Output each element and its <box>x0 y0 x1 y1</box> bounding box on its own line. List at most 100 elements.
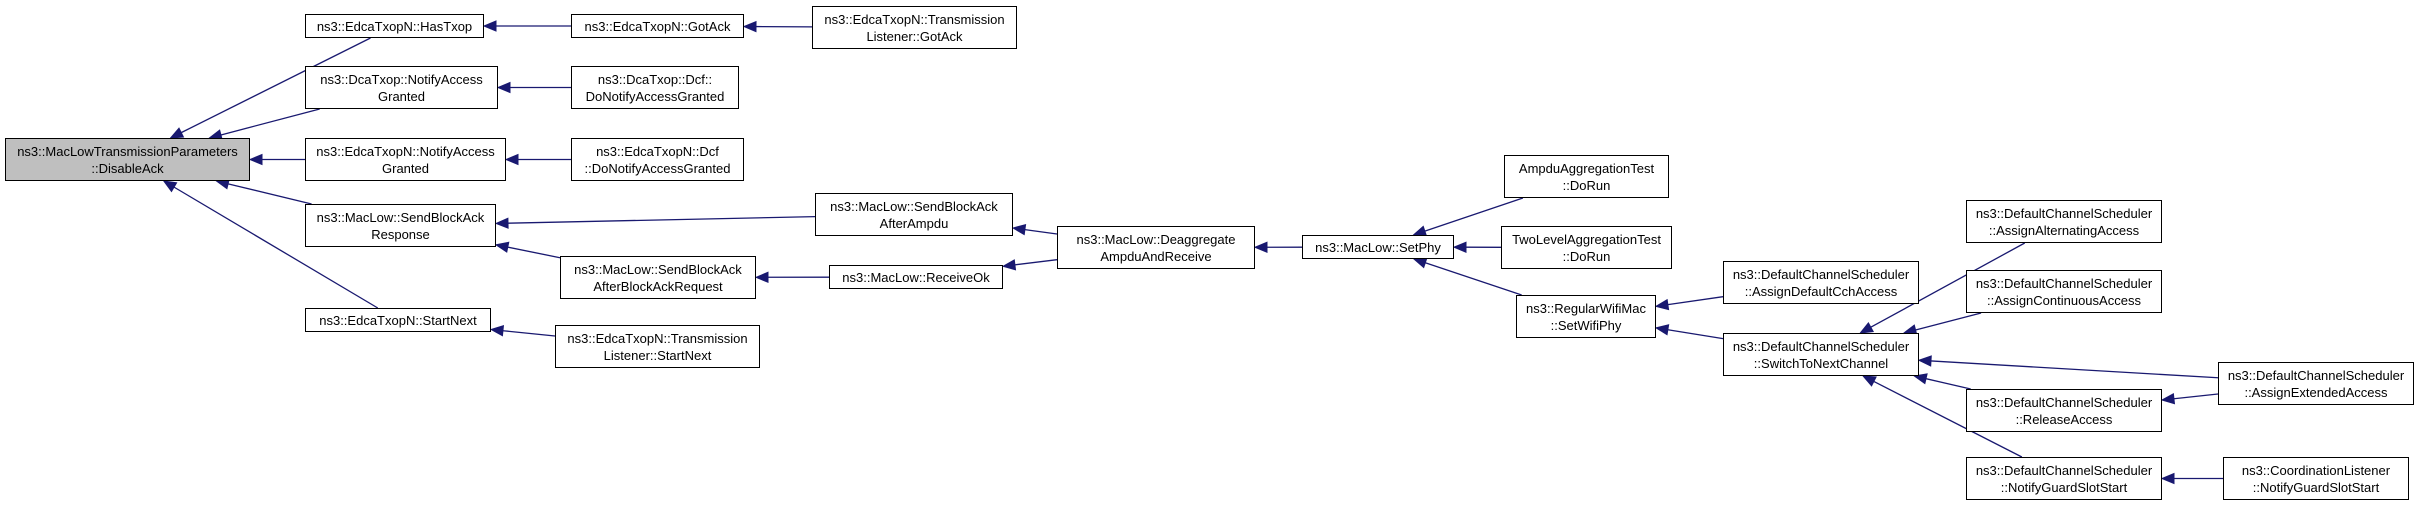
node-line: ns3::MacLow::ReceiveOk <box>842 269 990 285</box>
node-deaggregate-ampdu[interactable]: ns3::MacLow::Deaggregate AmpduAndReceive <box>1057 226 1255 269</box>
node-line: ns3::MacLow::SendBlockAck <box>830 198 998 214</box>
edge-release-to-switch_next <box>1925 378 1971 390</box>
node-line: ::DoRun <box>1562 177 1611 193</box>
node-notify-guard-slot-start[interactable]: ns3::DefaultChannelScheduler ::NotifyGua… <box>1966 457 2162 500</box>
node-got-ack[interactable]: ns3::EdcaTxopN::GotAck <box>571 14 744 38</box>
edge-tl_start_next-to-start_next <box>502 330 556 337</box>
arrowhead <box>1859 321 1875 334</box>
arrowhead <box>482 20 497 32</box>
node-line: ns3::DefaultChannelScheduler <box>1975 394 2153 410</box>
arrowhead <box>489 325 505 337</box>
edge-ampdu_test-to-set_phy <box>1424 197 1524 232</box>
edge-switch_next-to-set_wifi_phy <box>1667 329 1724 340</box>
node-receive-ok[interactable]: ns3::MacLow::ReceiveOk <box>829 265 1003 289</box>
arrowhead <box>496 81 511 94</box>
edge-has_txop-to-disable_ack <box>180 37 371 134</box>
node-start-next[interactable]: ns3::EdcaTxopN::StartNext <box>305 308 491 332</box>
node-line: ns3::MacLow::SendBlockAck <box>574 261 742 277</box>
node-line: ::SetWifiPhy <box>1550 317 1622 333</box>
arrowhead <box>2160 472 2175 485</box>
node-line: ns3::DcaTxop::Dcf:: <box>597 71 713 87</box>
node-assign-extended-access[interactable]: ns3::DefaultChannelScheduler ::AssignExt… <box>2218 362 2414 405</box>
node-dca-notify-access-granted[interactable]: ns3::DcaTxop::NotifyAccess Granted <box>305 66 498 109</box>
edge-dca_notify-to-disable_ack <box>220 108 320 136</box>
node-line: ns3::DefaultChannelScheduler <box>2227 367 2405 383</box>
node-line: ns3::DefaultChannelScheduler <box>1975 275 2153 291</box>
node-line: Granted <box>378 88 425 104</box>
node-line: AfterBlockAckRequest <box>593 278 723 294</box>
node-line: ns3::DcaTxop::NotifyAccess <box>320 71 483 87</box>
node-line: ::AssignContinuousAccess <box>1987 292 2141 308</box>
node-line: ns3::EdcaTxopN::GotAck <box>584 18 731 34</box>
arrowhead <box>169 127 185 139</box>
node-send-block-ack-after-request[interactable]: ns3::MacLow::SendBlockAck AfterBlockAckR… <box>560 256 756 299</box>
node-line: ns3::EdcaTxopN::NotifyAccess <box>316 143 495 159</box>
node-transmission-listener-start-next[interactable]: ns3::EdcaTxopN::Transmission Listener::S… <box>555 325 760 368</box>
node-line: ns3::EdcaTxopN::Transmission <box>567 330 748 346</box>
node-line: ns3::DefaultChannelScheduler <box>1975 462 2153 478</box>
node-transmission-listener-got-ack[interactable]: ns3::EdcaTxopN::Transmission Listener::G… <box>812 6 1017 49</box>
node-line: ns3::EdcaTxopN::HasTxop <box>316 18 473 34</box>
node-assign-alternating-access[interactable]: ns3::DefaultChannelScheduler ::AssignAlt… <box>1966 200 2162 243</box>
node-line: ::AssignAlternatingAccess <box>1988 222 2140 238</box>
node-line: ::DoNotifyAccessGranted <box>584 160 731 176</box>
edge-assign_cont-to-switch_next <box>1915 312 1982 331</box>
node-line: ::SwitchToNextChannel <box>1753 355 1889 371</box>
node-line: ns3::CoordinationListener <box>2241 462 2391 478</box>
node-line: ::ReleaseAccess <box>2015 411 2113 427</box>
arrowhead <box>1861 375 1877 387</box>
node-line: AmpduAndReceive <box>1100 248 1212 264</box>
node-disable-ack[interactable]: ns3::MacLowTransmissionParameters ::Disa… <box>5 138 250 181</box>
node-set-phy[interactable]: ns3::MacLow::SetPhy <box>1302 235 1454 259</box>
arrowhead <box>162 180 178 193</box>
node-line: ns3::DefaultChannelScheduler <box>1732 266 1910 282</box>
edge-deaggregate-to-sba_ampdu <box>1024 228 1058 235</box>
node-line: Listener::GotAck <box>866 28 963 44</box>
node-coordination-listener-guard-slot[interactable]: ns3::CoordinationListener ::NotifyGuardS… <box>2223 457 2409 500</box>
edge-sba_req-to-sba_resp <box>507 246 561 259</box>
node-line: ns3::EdcaTxopN::StartNext <box>319 312 477 328</box>
edge-sba_ampdu-to-sba_resp <box>507 215 816 224</box>
edge-sba_resp-to-disable_ack <box>227 183 312 205</box>
arrowhead <box>1654 324 1670 336</box>
node-ampdu-aggregation-test[interactable]: AmpduAggregationTest ::DoRun <box>1504 155 1669 198</box>
node-dca-dcf-do-notify[interactable]: ns3::DcaTxop::Dcf:: DoNotifyAccessGrante… <box>571 66 739 109</box>
node-edca-notify-access-granted[interactable]: ns3::EdcaTxopN::NotifyAccess Granted <box>305 138 506 181</box>
arrowhead <box>1452 241 1467 253</box>
edge-guard_slot-to-switch_next <box>1873 380 2023 458</box>
node-line: TwoLevelAggregationTest <box>1512 231 1661 247</box>
arrowhead <box>494 241 510 253</box>
node-line: ns3::MacLow::SendBlockAck <box>316 209 485 225</box>
node-line: ::DisableAck <box>91 160 164 176</box>
node-line: ns3::MacLow::Deaggregate <box>1076 231 1236 247</box>
edge-set_wifi_phy-to-set_phy <box>1425 262 1522 296</box>
edge-assign_alt-to-switch_next <box>1870 242 2026 328</box>
node-line: ns3::MacLow::SetPhy <box>1315 239 1441 255</box>
node-line: Listener::StartNext <box>603 347 712 363</box>
node-line: ns3::DefaultChannelScheduler <box>1975 205 2153 221</box>
node-line: ::DoRun <box>1562 248 1611 264</box>
node-switch-to-next-channel[interactable]: ns3::DefaultChannelScheduler ::SwitchToN… <box>1723 333 1919 376</box>
node-line: ns3::RegularWifiMac <box>1526 300 1646 316</box>
node-line: DoNotifyAccessGranted <box>585 88 725 104</box>
edge-assign_ext-to-release <box>2173 393 2219 400</box>
edge-start_next-to-disable_ack <box>173 186 379 309</box>
node-release-access[interactable]: ns3::DefaultChannelScheduler ::ReleaseAc… <box>1966 389 2162 432</box>
node-line: AmpduAggregationTest <box>1518 160 1655 176</box>
node-line: AfterAmpdu <box>879 215 949 231</box>
node-has-txop[interactable]: ns3::EdcaTxopN::HasTxop <box>305 14 484 38</box>
node-assign-continuous-access[interactable]: ns3::DefaultChannelScheduler ::AssignCon… <box>1966 270 2162 313</box>
arrowhead <box>1913 373 1928 385</box>
arrowhead <box>504 153 519 166</box>
node-line: ::AssignDefaultCchAccess <box>1744 283 1898 299</box>
node-edca-dcf-do-notify[interactable]: ns3::EdcaTxopN::Dcf ::DoNotifyAccessGran… <box>571 138 744 181</box>
node-send-block-ack-response[interactable]: ns3::MacLow::SendBlockAck Response <box>305 204 496 247</box>
node-send-block-ack-after-ampdu[interactable]: ns3::MacLow::SendBlockAck AfterAmpdu <box>815 193 1013 236</box>
node-set-wifi-phy[interactable]: ns3::RegularWifiMac ::SetWifiPhy <box>1516 295 1656 338</box>
node-two-level-aggregation-test[interactable]: TwoLevelAggregationTest ::DoRun <box>1501 226 1672 269</box>
arrowhead <box>494 217 509 229</box>
node-assign-default-cch-access[interactable]: ns3::DefaultChannelScheduler ::AssignDef… <box>1723 261 1919 304</box>
node-line: Response <box>371 226 430 242</box>
arrowhead <box>1654 298 1670 311</box>
